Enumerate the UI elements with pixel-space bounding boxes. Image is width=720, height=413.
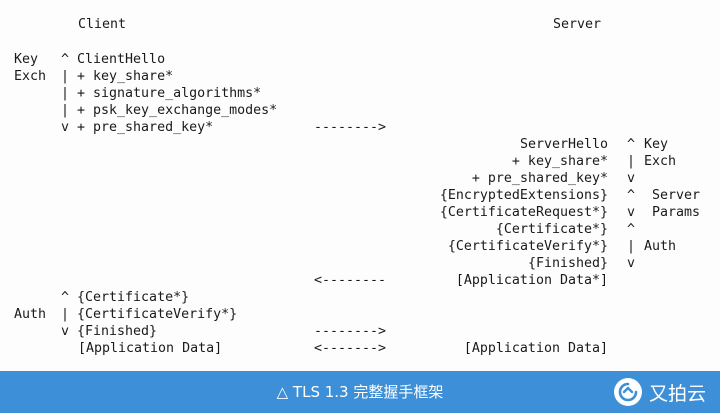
brand-logo-icon xyxy=(613,378,642,406)
server-header: Server xyxy=(553,17,602,32)
server-message-line: {EncryptedExtensions} xyxy=(439,188,608,203)
server-message-line: {CertificateVerify*} xyxy=(447,239,608,254)
server-phase-marker: ^ xyxy=(627,188,636,203)
brand-logo: 又拍云 xyxy=(613,377,706,407)
server-message-line: + pre_shared_key* xyxy=(471,171,608,186)
client-key-label: Key xyxy=(14,52,39,67)
client-message-line: | + psk_key_exchange_modes* xyxy=(61,103,278,118)
client-auth-line: | {CertificateVerify*} xyxy=(61,307,238,322)
server-phase-marker: | xyxy=(627,239,636,254)
client-exch-label: Exch xyxy=(14,69,47,84)
server-phase-label: Server xyxy=(652,188,701,203)
server-phase-marker: v xyxy=(627,205,636,220)
server-message-line: [Application Data*] xyxy=(455,273,608,288)
server-phase-label: Exch xyxy=(644,154,677,169)
server-message-line: ServerHello xyxy=(519,137,608,152)
server-message-line: {Finished} xyxy=(527,256,608,271)
server-phase-marker: v xyxy=(627,171,636,186)
server-phase-marker: v xyxy=(627,256,636,271)
server-phase-marker: | xyxy=(627,154,636,169)
server-phase-label: Params xyxy=(652,205,701,220)
server-phase-label: Auth xyxy=(644,239,677,254)
server-message-line: {CertificateRequest*} xyxy=(439,205,608,220)
server-application-data: [Application Data] xyxy=(463,341,608,356)
client-auth-arrow: --------> xyxy=(314,324,387,339)
client-auth-line: ^ {Certificate*} xyxy=(61,290,190,305)
tls13-handshake-diagram: Client Server Key Exch ^ ClientHello | +… xyxy=(14,17,701,356)
client-message-line: | + signature_algorithms* xyxy=(61,86,262,101)
server-phase-marker: ^ xyxy=(627,137,636,152)
server-phase-label: Key xyxy=(644,137,669,152)
client-message-line: | + key_share* xyxy=(61,69,174,84)
client-auth-label: Auth xyxy=(14,307,47,322)
server-message-line: + key_share* xyxy=(511,154,608,169)
server-to-client-arrow: <-------- xyxy=(314,273,387,288)
server-phase-marker: ^ xyxy=(627,222,636,237)
client-to-server-arrow: --------> xyxy=(314,120,387,135)
client-header: Client xyxy=(78,17,127,32)
caption-bar: △ TLS 1.3 完整握手框架 又拍云 xyxy=(0,371,720,413)
brand-name: 又拍云 xyxy=(648,382,706,405)
client-application-data: [Application Data] xyxy=(78,341,223,356)
application-data-arrow: <-------> xyxy=(314,341,387,356)
client-message-line: v + pre_shared_key* xyxy=(61,120,214,135)
caption-text: △ TLS 1.3 完整握手框架 xyxy=(276,383,444,401)
client-message-line: ^ ClientHello xyxy=(61,52,166,67)
client-auth-line: v {Finished} xyxy=(61,324,158,339)
server-message-line: {Certificate*} xyxy=(495,222,608,237)
